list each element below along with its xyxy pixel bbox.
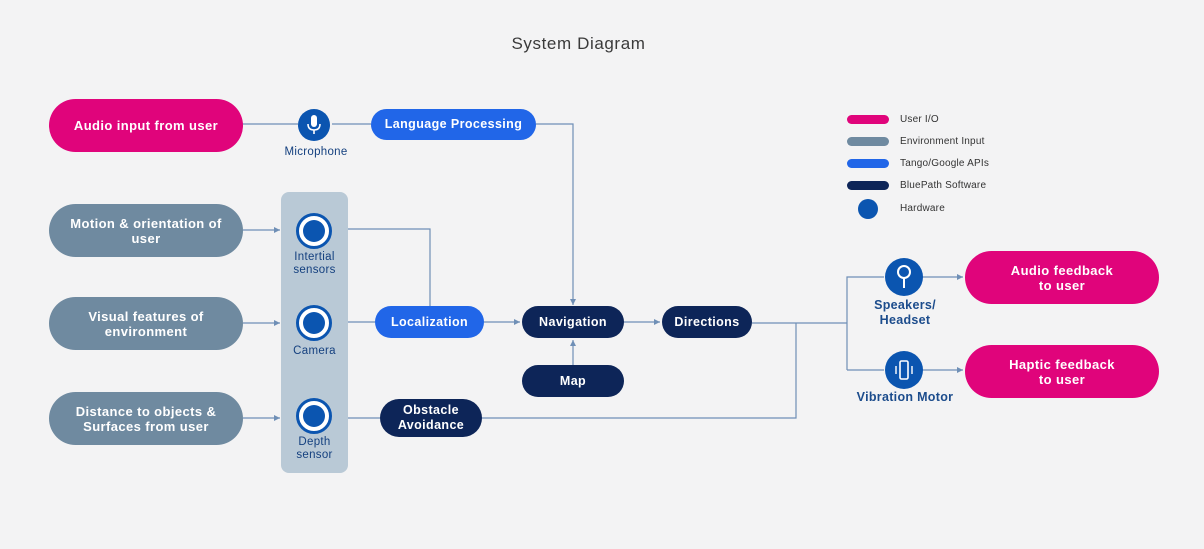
depth-sensor-icon [296,398,332,434]
line-bus-speakers [846,276,884,370]
node-localization: Localization [375,306,484,338]
node-audio-feedback: Audio feedback to user [965,251,1159,304]
legend-label-software: BluePath Software [900,180,987,191]
legend-label-user-io: User I/O [900,114,939,125]
legend-swatch-user-io [847,115,889,124]
node-audio-feedback-label: Audio feedback to user [1010,262,1114,293]
legend-swatch-apis [847,159,889,168]
camera-label: Camera [293,345,336,357]
node-map-label: Map [559,373,587,388]
inertial-sensor-icon [296,213,332,249]
node-audio-input: Audio input from user [49,99,243,152]
node-motion-orientation-label: Motion & orientation of user [70,215,222,246]
line-language-navigation [536,123,576,305]
legend-label-apis: Tango/Google APIs [900,158,990,169]
node-visual-features-label: Visual features of environment [88,308,204,339]
legend-swatch-software [847,181,889,190]
camera-icon [296,305,332,341]
line-inertial-localization [348,228,431,306]
node-navigation-label: Navigation [539,314,607,329]
node-audio-input-label: Audio input from user [73,118,219,133]
node-obstacle-avoidance: Obstacle Avoidance [380,399,482,437]
line-obstacle-bus [482,323,797,419]
node-motion-orientation: Motion & orientation of user [49,204,243,257]
node-language-processing-label: Language Processing [384,117,523,131]
node-distance: Distance to objects & Surfaces from user [49,392,243,445]
speakers-headset-label: Speakers/ Headset [874,298,936,327]
legend-label-hardware: Hardware [900,203,945,214]
node-distance-label: Distance to objects & Surfaces from user [75,403,217,434]
node-localization-label: Localization [390,314,469,329]
node-directions: Directions [662,306,752,338]
microphone-icon [298,109,330,141]
legend-swatch-hardware-icon [858,199,878,219]
node-haptic-feedback-label: Haptic feedback to user [1009,356,1115,387]
node-map: Map [522,365,624,397]
diagram-title: System Diagram [511,34,646,53]
microphone-label: Microphone [284,146,348,158]
node-navigation: Navigation [522,306,624,338]
legend-swatch-environment [847,137,889,146]
node-obstacle-avoidance-label: Obstacle Avoidance [397,403,465,432]
vibration-motor-label: Vibration Motor [856,390,954,404]
vibration-icon [885,351,923,389]
node-visual-features: Visual features of environment [49,297,243,350]
speaker-icon [885,258,923,296]
depth-sensor-label: Depth sensor [296,436,333,461]
inertial-sensors-label: Intertial sensors [293,251,336,276]
node-language-processing: Language Processing [371,109,536,140]
node-directions-label: Directions [674,314,740,329]
legend-label-environment: Environment Input [900,136,985,147]
node-haptic-feedback: Haptic feedback to user [965,345,1159,398]
